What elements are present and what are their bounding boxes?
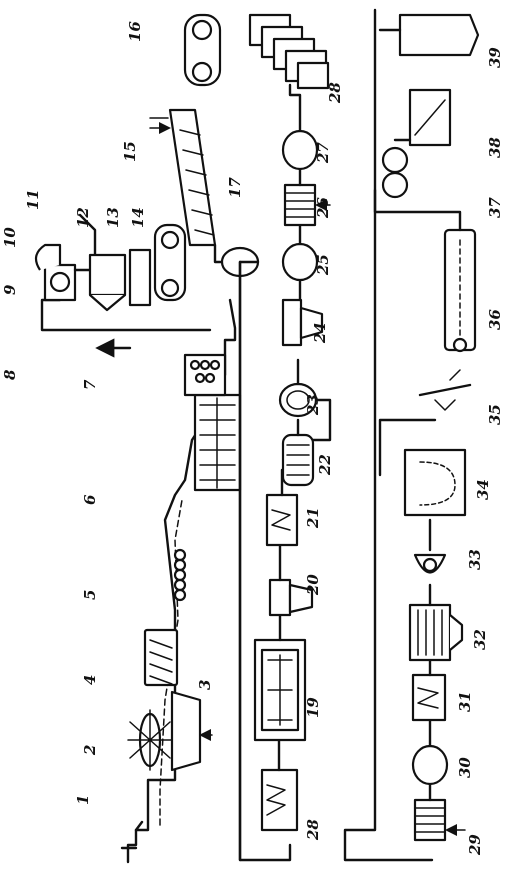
label-31: 31 <box>456 691 474 712</box>
pump-30 <box>411 744 449 786</box>
label-29: 29 <box>466 834 484 856</box>
label-23: 23 <box>304 394 322 416</box>
rollers-37 <box>381 146 409 199</box>
label-6: 6 <box>81 494 99 505</box>
conveyor-16 <box>183 13 222 87</box>
centrifuge-24 <box>281 298 324 347</box>
labels: 1 2 3 4 5 6 7 8 9 10 11 12 13 14 15 16 1… <box>1 21 504 856</box>
label-3: 3 <box>196 680 214 690</box>
label-26: 26 <box>314 197 332 219</box>
label-14: 14 <box>129 207 147 228</box>
label-22: 22 <box>316 454 334 476</box>
label-4: 4 <box>81 675 99 685</box>
hopper-39 <box>398 13 480 57</box>
label-37: 37 <box>486 197 504 218</box>
label-16: 16 <box>126 21 144 42</box>
label-13: 13 <box>104 207 122 228</box>
label-1: 1 <box>74 795 92 805</box>
pump-25 <box>281 242 319 282</box>
label-32: 32 <box>471 629 489 650</box>
feed-pipe <box>126 298 237 864</box>
filter-22 <box>281 433 315 487</box>
heater-31 <box>411 673 447 722</box>
label-18: 28 <box>304 819 322 841</box>
label-36: 36 <box>486 309 504 330</box>
centrifuge-20 <box>268 578 314 617</box>
reactor-19 <box>253 638 307 742</box>
label-24: 24 <box>311 322 329 344</box>
label-15: 15 <box>121 141 139 162</box>
dryer-36 <box>443 228 477 353</box>
star-feeder-2 <box>127 709 173 771</box>
label-27: 27 <box>314 142 332 164</box>
column-2 <box>248 13 332 832</box>
label-35: 35 <box>486 404 504 425</box>
label-20: 20 <box>304 574 322 596</box>
pump-27 <box>281 129 319 171</box>
washer-6 <box>193 393 242 492</box>
rollers-5 <box>173 548 187 602</box>
crusher-9 <box>43 263 77 302</box>
screen-35 <box>418 369 472 411</box>
screw-4 <box>143 628 179 687</box>
line-3g <box>373 188 462 232</box>
label-25: 25 <box>314 254 332 276</box>
evaporator-32 <box>408 603 464 662</box>
doser-12 <box>88 253 127 312</box>
label-9: 9 <box>1 284 19 295</box>
line-2j <box>288 83 302 133</box>
sieve-38 <box>408 88 452 147</box>
label-38: 38 <box>486 137 504 158</box>
label-17: 17 <box>226 177 244 198</box>
label-33: 33 <box>466 549 484 570</box>
line-8 <box>40 298 212 332</box>
mixer-13 <box>128 248 152 307</box>
label-19: 19 <box>304 697 322 718</box>
label-30: 30 <box>456 757 474 778</box>
label-34: 34 <box>474 479 492 500</box>
label-8: 8 <box>1 369 19 380</box>
heater-21 <box>265 493 299 547</box>
cooler-26 <box>283 183 317 227</box>
label-39: 39 <box>486 47 504 68</box>
column-3 <box>373 13 480 842</box>
shaft-11 <box>73 213 97 272</box>
cooler-29 <box>413 798 447 842</box>
tanks-28 <box>248 13 330 90</box>
label-11: 11 <box>24 189 42 210</box>
label-28: 28 <box>326 82 344 104</box>
label-21: 21 <box>304 507 322 529</box>
belt-14 <box>153 223 187 302</box>
label-2: 2 <box>81 745 99 756</box>
loop-23 <box>311 398 332 442</box>
inlet-1 <box>120 820 144 850</box>
label-5: 5 <box>81 590 99 600</box>
column-1 <box>34 13 292 864</box>
divider-2 <box>343 8 434 862</box>
tank-34 <box>403 448 467 517</box>
dryer-arrows <box>149 118 168 128</box>
separator-7 <box>183 353 227 397</box>
bowl-33 <box>413 553 447 574</box>
motor-10 <box>34 243 62 271</box>
hopper-3 <box>170 690 202 772</box>
label-7: 7 <box>81 379 99 390</box>
heater-18 <box>260 768 299 832</box>
label-10: 10 <box>1 227 19 248</box>
dryer-15-teeth <box>179 129 215 236</box>
label-12: 12 <box>74 207 92 228</box>
line-3f <box>378 418 437 477</box>
